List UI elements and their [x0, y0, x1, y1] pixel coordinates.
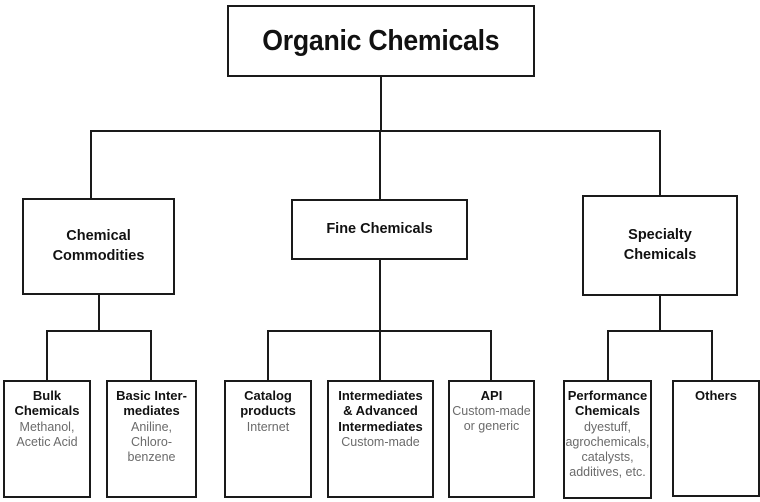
edge-level2-bus	[90, 130, 661, 132]
edge-to-api	[490, 330, 492, 380]
edge-chemical-commodities-trunk	[98, 295, 100, 331]
edge-bus-to-specialty-chemicals	[659, 130, 661, 195]
node-catalog-products-examples: Internet	[246, 419, 290, 434]
node-api-label: API	[480, 388, 503, 403]
node-organic-chemicals: Organic Chemicals	[227, 5, 535, 77]
node-others-label: Others	[695, 388, 737, 403]
node-catalog-products-label: Catalog products	[240, 388, 296, 419]
edge-to-bulk-chemicals	[46, 330, 48, 380]
node-performance-chemicals-examples: dyestuff, agrochemicals, catalysts, addi…	[565, 419, 650, 479]
node-specialty-chemicals-label: Specialty Chemicals	[623, 226, 697, 263]
node-basic-intermediates-examples: Aniline, Chloro- benzene	[127, 419, 176, 464]
node-basic-intermediates: Basic Inter- mediates Aniline, Chloro- b…	[106, 380, 197, 498]
node-specialty-chemicals: Specialty Chemicals	[582, 195, 738, 296]
edge-to-performance-chemicals	[607, 330, 609, 380]
node-organic-chemicals-label: Organic Chemicals	[262, 24, 500, 57]
node-fine-chemicals: Fine Chemicals	[291, 199, 468, 260]
edge-specialty-chemicals-trunk	[659, 296, 661, 331]
node-api-examples: Custom-made or generic	[452, 404, 531, 434]
node-api: API Custom-made or generic	[448, 380, 535, 498]
node-fine-chemicals-label: Fine Chemicals	[326, 220, 433, 237]
node-intermediates-advanced-label: Intermediates & Advanced Intermediates	[338, 388, 423, 434]
edge-bus-to-chemical-commodities	[90, 130, 92, 198]
edge-root-trunk	[380, 77, 382, 131]
node-catalog-products: Catalog products Internet	[224, 380, 312, 498]
node-bulk-chemicals-label: Bulk Chemicals	[14, 388, 80, 419]
node-performance-chemicals: Performance Chemicals dyestuff, agrochem…	[563, 380, 652, 499]
edge-to-intermediates-advanced	[379, 330, 381, 380]
edge-chemical-commodities-bus	[46, 330, 152, 332]
node-performance-chemicals-label: Performance Chemicals	[567, 388, 648, 419]
edge-bus-to-fine-chemicals	[379, 130, 381, 199]
edge-specialty-chemicals-bus	[607, 330, 713, 332]
node-intermediates-advanced-intermediates: Intermediates & Advanced Intermediates C…	[327, 380, 434, 498]
edge-to-catalog-products	[267, 330, 269, 380]
node-bulk-chemicals-examples: Methanol, Acetic Acid	[16, 419, 78, 449]
node-bulk-chemicals: Bulk Chemicals Methanol, Acetic Acid	[3, 380, 91, 498]
node-basic-intermediates-label: Basic Inter- mediates	[116, 388, 187, 419]
edge-to-others	[711, 330, 713, 380]
node-chemical-commodities: Chemical Commodities	[22, 198, 175, 295]
edge-fine-chemicals-trunk	[379, 260, 381, 331]
node-chemical-commodities-label: Chemical Commodities	[52, 227, 145, 264]
edge-to-basic-intermediates	[150, 330, 152, 380]
node-intermediates-advanced-examples: Custom-made	[341, 434, 420, 449]
node-others: Others	[672, 380, 760, 497]
